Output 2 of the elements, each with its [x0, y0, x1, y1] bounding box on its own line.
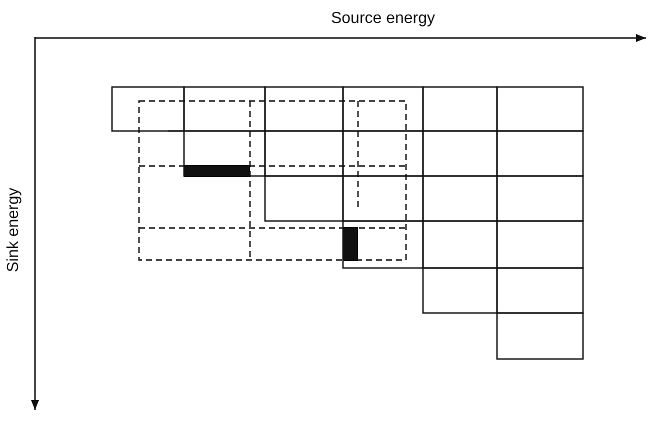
axis-label: Sink energy — [5, 188, 23, 272]
axis-label: Source energy — [330, 10, 436, 28]
